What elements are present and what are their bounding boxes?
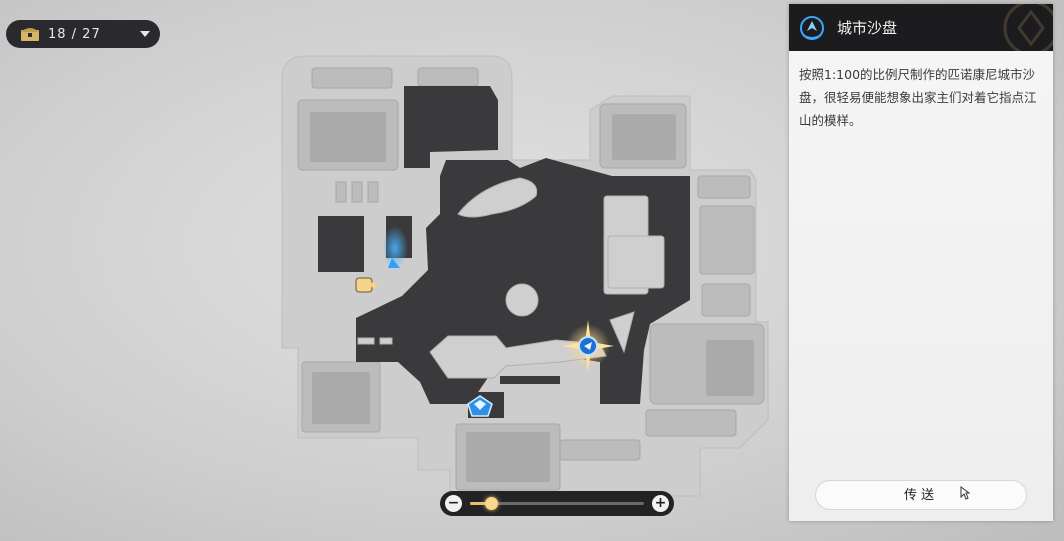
zoom-slider[interactable] bbox=[470, 497, 644, 510]
zoom-control: − + bbox=[440, 491, 674, 516]
space-anchor-icon[interactable] bbox=[467, 395, 493, 417]
panel-title: 城市沙盘 bbox=[837, 19, 898, 37]
panel-header: 城市沙盘 bbox=[789, 4, 1053, 51]
chest-counter[interactable]: 18 / 27 bbox=[6, 20, 160, 48]
player-marker bbox=[382, 226, 408, 270]
zoom-in-button[interactable]: + bbox=[652, 495, 669, 512]
teleport-button[interactable]: 传送 bbox=[815, 480, 1027, 510]
chest-icon bbox=[21, 28, 39, 41]
puzzle-icon[interactable] bbox=[355, 277, 377, 293]
emblem-icon bbox=[1003, 4, 1053, 51]
selected-teleport-icon[interactable] bbox=[562, 320, 614, 372]
zoom-handle[interactable] bbox=[484, 497, 498, 510]
info-panel: 城市沙盘 按照1:100的比例尺制作的匹诺康尼城市沙盘，很轻易便能想象出家主们对… bbox=[789, 4, 1053, 521]
space-anchor-icon bbox=[800, 15, 824, 40]
cursor-icon bbox=[960, 486, 970, 500]
chest-count: 18 / 27 bbox=[48, 26, 101, 42]
zoom-fill bbox=[470, 502, 491, 505]
chevron-down-icon bbox=[140, 31, 150, 37]
zoom-out-button[interactable]: − bbox=[445, 495, 462, 512]
panel-description: 按照1:100的比例尺制作的匹诺康尼城市沙盘，很轻易便能想象出家主们对着它指点江… bbox=[799, 67, 1037, 128]
